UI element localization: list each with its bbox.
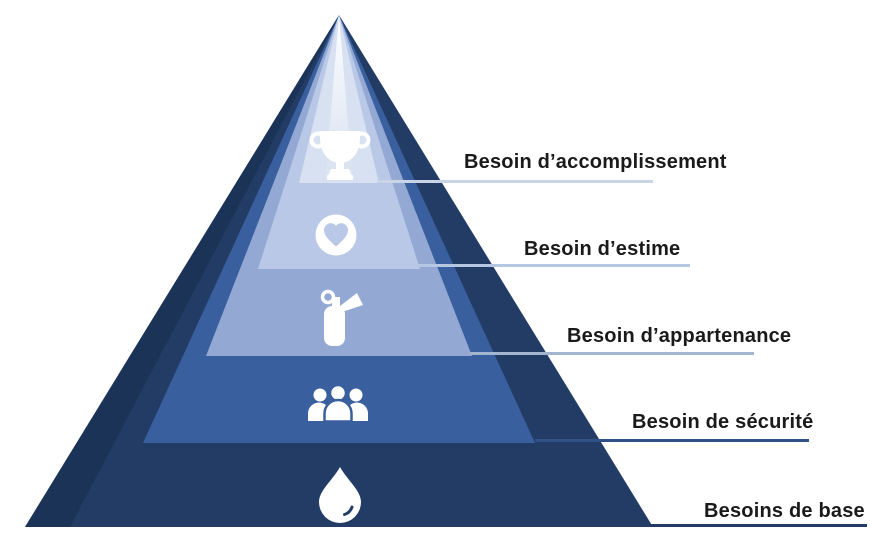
heart-icon [315, 214, 357, 256]
level-label-estime: Besoin d’estime [524, 238, 681, 260]
pyramid-left-edge-shadow [25, 15, 339, 527]
level-label-base: Besoins de base [704, 500, 865, 522]
level-label-accomplissement: Besoin d’accomplissement [464, 151, 727, 173]
level-label-securite: Besoin de sécurité [632, 411, 814, 433]
level-label-appartenance: Besoin d’appartenance [567, 325, 792, 347]
people-group-icon [308, 383, 368, 423]
connector-line-accomplissement [377, 180, 653, 183]
water-drop-icon [319, 467, 361, 523]
connector-line-securite [535, 439, 809, 442]
connector-line-base [650, 524, 867, 527]
connector-line-appartenance [470, 352, 754, 355]
trophy-icon [309, 131, 371, 180]
fire-extinguisher-icon [320, 289, 363, 346]
connector-line-estime [418, 264, 690, 267]
